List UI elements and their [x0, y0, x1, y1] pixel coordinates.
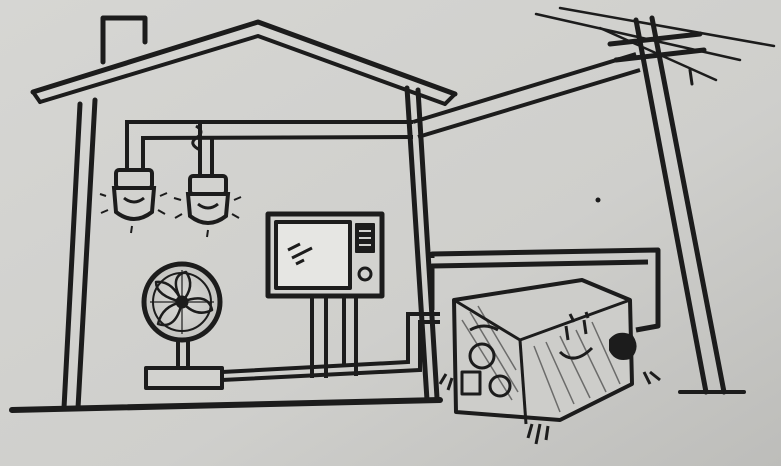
indoor-wires — [221, 312, 440, 382]
light-bulb-icon — [173, 174, 242, 238]
outdoor-wire — [429, 247, 661, 333]
generator-icon — [438, 278, 661, 445]
fan-icon — [141, 261, 224, 390]
utility-pole-icon — [534, 6, 776, 395]
ink-dot — [595, 197, 601, 203]
television-icon — [265, 211, 385, 378]
light-bulb-icon — [99, 168, 168, 234]
ceiling-wires — [125, 120, 414, 180]
service-drop — [412, 52, 641, 139]
house-icon — [9, 15, 458, 413]
